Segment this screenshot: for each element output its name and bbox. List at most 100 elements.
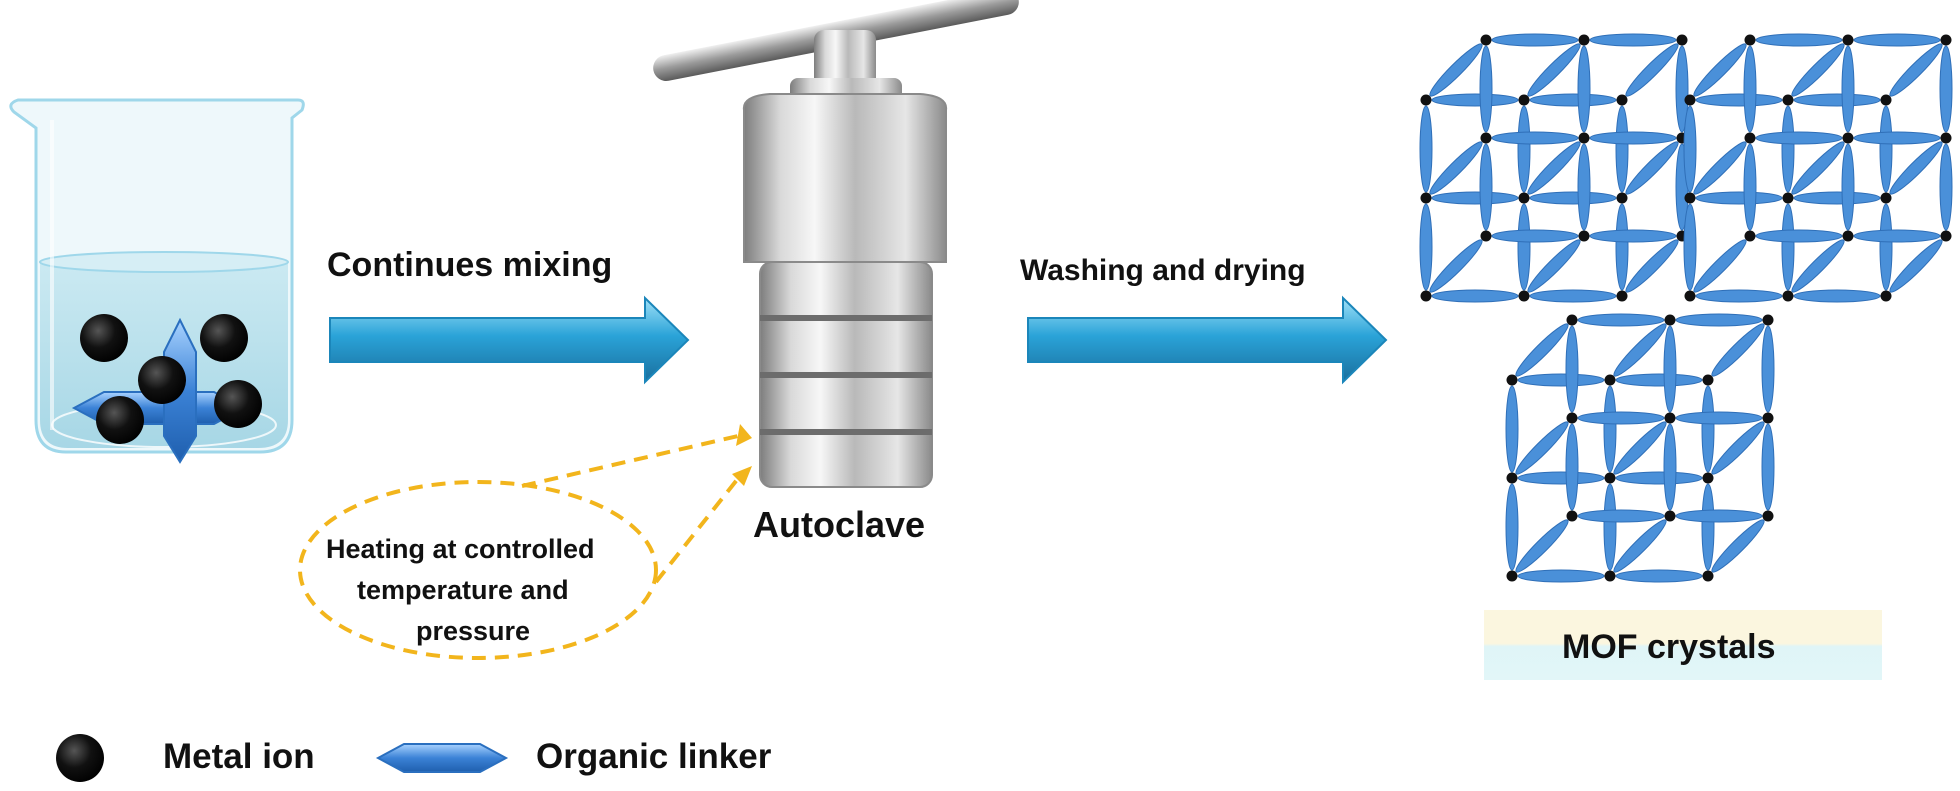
linker-rod <box>1701 385 1715 473</box>
metal-node <box>1420 94 1432 106</box>
linker-rod <box>1517 105 1531 193</box>
metal-node <box>1566 314 1578 326</box>
linker-rod <box>1431 93 1519 107</box>
linker-rod <box>1693 141 1747 195</box>
linker-rod <box>1615 471 1703 485</box>
linker-rod <box>1879 105 1893 193</box>
metal-node <box>1518 290 1530 302</box>
metal-node <box>1506 472 1518 484</box>
metal-node <box>1604 472 1616 484</box>
metal-node <box>1604 570 1616 582</box>
metal-node <box>1420 290 1432 302</box>
metal-node <box>1880 94 1892 106</box>
metal-node <box>1744 132 1756 144</box>
linker-rod <box>1675 45 1689 133</box>
linker-rod <box>1755 131 1843 145</box>
metal-node <box>1480 230 1492 242</box>
linker-rod <box>1527 141 1581 195</box>
linker-rod <box>1589 229 1677 243</box>
linker-rod <box>1419 203 1433 291</box>
metal-node <box>1744 230 1756 242</box>
linker-rod <box>1517 203 1531 291</box>
linker-rod <box>1761 325 1775 413</box>
metal-ion-legend-label: Metal ion <box>163 737 315 776</box>
metal-node <box>1506 374 1518 386</box>
metal-node <box>1480 34 1492 46</box>
linker-rod <box>1615 373 1703 387</box>
metal-node <box>1940 34 1952 46</box>
linker-rod <box>1743 143 1757 231</box>
linker-rod <box>1515 421 1569 475</box>
linker-rod <box>1675 509 1763 523</box>
linker-rod <box>1479 45 1493 133</box>
linker-rod <box>1517 471 1605 485</box>
linker-rod <box>1429 43 1483 97</box>
linker-rod <box>1793 191 1881 205</box>
metal-node <box>1676 34 1688 46</box>
arrow-washing <box>1027 295 1388 385</box>
metal-node <box>1664 314 1676 326</box>
linker-rod <box>1615 569 1703 583</box>
mixing-label: Continues mixing <box>327 246 613 284</box>
linker-rod <box>1589 131 1677 145</box>
linker-rod <box>1431 289 1519 303</box>
metal-node <box>1604 374 1616 386</box>
metal-node <box>1616 94 1628 106</box>
linker-rod <box>1505 483 1519 571</box>
linker-rod <box>1841 45 1855 133</box>
metal-node <box>1842 230 1854 242</box>
linker-rod <box>1791 141 1845 195</box>
metal-node <box>1578 34 1590 46</box>
metal-node <box>1762 510 1774 522</box>
linker-rod <box>1695 93 1783 107</box>
metal-node <box>1578 230 1590 242</box>
linker-rod <box>1675 411 1763 425</box>
linker-rod <box>1515 519 1569 573</box>
linker-rod <box>1781 203 1795 291</box>
metal-node <box>1420 192 1432 204</box>
linker-rod <box>1853 229 1941 243</box>
metal-node <box>1684 94 1696 106</box>
metal-node <box>1616 290 1628 302</box>
metal-node <box>1842 34 1854 46</box>
metal-node <box>1702 374 1714 386</box>
metal-node <box>1684 192 1696 204</box>
linker-rod <box>1577 509 1665 523</box>
legend-graphics <box>56 734 509 782</box>
linker-rod <box>1675 313 1763 327</box>
linker-rod <box>1615 105 1629 193</box>
metal-node <box>1940 230 1952 242</box>
linker-rod <box>1613 323 1667 377</box>
linker-rod <box>1711 519 1765 573</box>
metal-node <box>1518 94 1530 106</box>
heating-label-line2: temperature and <box>357 575 569 605</box>
linker-rod <box>1613 421 1667 475</box>
linker-rod <box>1527 239 1581 293</box>
metal-node <box>1762 314 1774 326</box>
linker-rod <box>1577 45 1591 133</box>
linker-rod <box>1429 141 1483 195</box>
autoclave-label: Autoclave <box>753 504 926 545</box>
autoclave <box>653 0 1019 488</box>
linker-rod <box>1791 43 1845 97</box>
metal-node <box>1702 472 1714 484</box>
linker-rod <box>1603 483 1617 571</box>
linker-rod <box>1853 131 1941 145</box>
organic-linker-legend-label: Organic linker <box>536 737 772 776</box>
mof-crystals-label: MOF crystals <box>1562 628 1776 666</box>
metal-node <box>1782 94 1794 106</box>
linker-rod <box>1527 43 1581 97</box>
linker-rod <box>1479 143 1493 231</box>
linker-rod <box>1625 239 1679 293</box>
linker-rod <box>1781 105 1795 193</box>
linker-rod <box>1529 191 1617 205</box>
linker-rod <box>1615 203 1629 291</box>
metal-node <box>1664 412 1676 424</box>
linker-rod <box>1529 93 1617 107</box>
metal-node <box>1842 132 1854 144</box>
linker-rod <box>1505 385 1519 473</box>
linker-rod <box>1841 143 1855 231</box>
linker-rod <box>1577 411 1665 425</box>
linker-rod <box>1793 93 1881 107</box>
